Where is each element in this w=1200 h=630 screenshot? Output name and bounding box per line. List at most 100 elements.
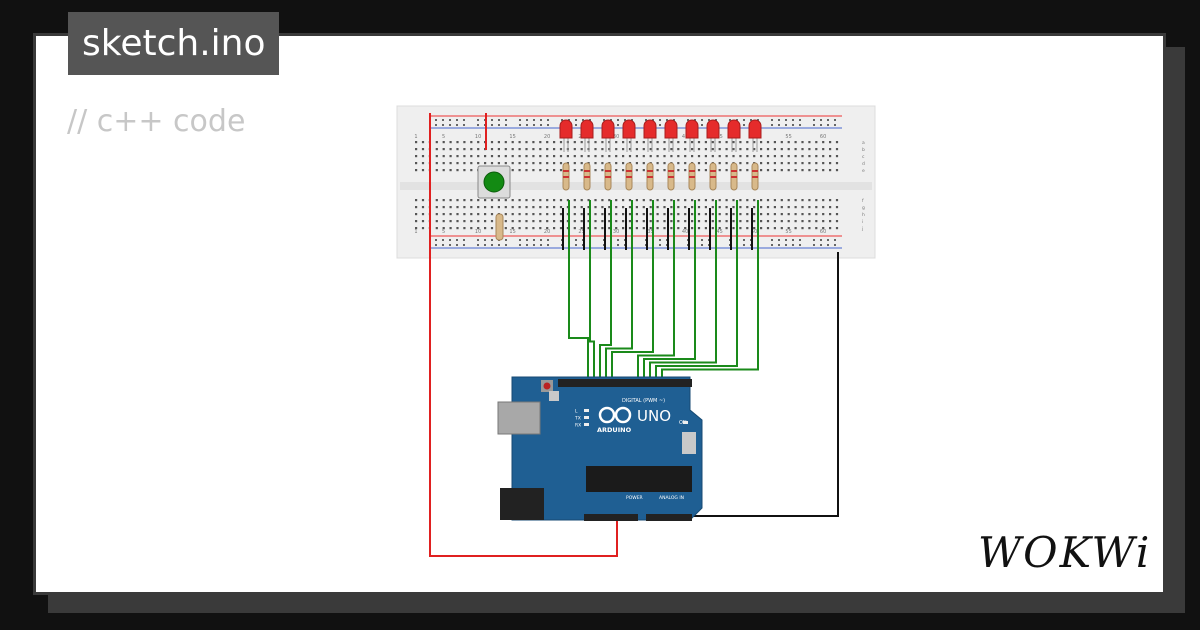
- breadboard-hole: [753, 155, 756, 158]
- breadboard-hole: [580, 220, 583, 223]
- breadboard-hole: [829, 227, 832, 230]
- breadboard-hole: [435, 141, 438, 144]
- rail-hole: [792, 124, 794, 126]
- breadboard-hole: [691, 141, 694, 144]
- breadboard-hole: [490, 162, 494, 165]
- breadboard-hole: [477, 155, 480, 158]
- breadboard-hole: [594, 169, 597, 172]
- breadboard-hole: [470, 148, 473, 151]
- breadboard-hole: [525, 162, 528, 165]
- breadboard-hole: [415, 199, 418, 202]
- rail-hole: [715, 119, 717, 121]
- breadboard-hole: [635, 148, 638, 151]
- breadboard-hole: [746, 206, 749, 209]
- breadboard-hole: [732, 213, 735, 216]
- breadboard-hole: [718, 148, 721, 151]
- rail-hole: [498, 124, 500, 126]
- resistor-band: [668, 176, 674, 178]
- breadboard-hole: [766, 227, 770, 230]
- breadboard-hole: [415, 162, 418, 165]
- breadboard-hole: [497, 206, 500, 209]
- rail-hole: [533, 124, 535, 126]
- pushbutton-cap[interactable]: [483, 171, 505, 193]
- breadboard-hole: [456, 155, 459, 158]
- breadboard-column-number: 20: [544, 229, 550, 235]
- arduino-uno[interactable]: UNO ARDUINO DIGITAL (PWM ~) POWER ANALOG…: [497, 376, 703, 521]
- breadboard-hole: [601, 199, 604, 202]
- breadboard-column-number: 50: [751, 229, 757, 235]
- breadboard-hole: [808, 141, 811, 144]
- breadboard-hole: [539, 199, 542, 202]
- breadboard-hole: [421, 213, 425, 216]
- led-red: [622, 119, 636, 139]
- breadboard-hole: [587, 206, 590, 209]
- breadboard-hole: [773, 141, 776, 144]
- breadboard-hole: [635, 141, 638, 144]
- breadboard-hole: [801, 148, 804, 151]
- sketch-tab[interactable]: sketch.ino: [68, 12, 280, 75]
- rail-hole: [778, 244, 780, 246]
- breadboard-hole: [746, 141, 749, 144]
- breadboard-hole: [697, 199, 701, 202]
- breadboard-hole: [670, 141, 673, 144]
- breadboard-hole: [477, 206, 480, 209]
- breadboard-hole: [794, 220, 797, 223]
- breadboard-hole: [773, 155, 776, 158]
- rail-hole: [820, 124, 822, 126]
- rail-hole: [834, 244, 836, 246]
- power-header: [584, 514, 638, 521]
- breadboard-hole: [628, 227, 632, 230]
- rail-hole: [435, 124, 437, 126]
- breadboard-hole: [808, 155, 811, 158]
- reset-button[interactable]: [543, 382, 551, 390]
- resistor-band: [647, 170, 653, 172]
- breadboard-hole: [449, 169, 452, 172]
- breadboard-hole: [746, 227, 749, 230]
- breadboard-hole: [753, 141, 756, 144]
- breadboard-hole: [649, 213, 652, 216]
- rail-hole: [813, 244, 815, 246]
- rail-hole: [659, 239, 661, 241]
- breadboard-hole: [684, 213, 687, 216]
- breadboard-hole: [456, 141, 459, 144]
- rail-hole: [575, 244, 577, 246]
- breadboard-hole: [739, 169, 742, 172]
- breadboard-hole: [518, 141, 521, 144]
- breadboard-hole: [456, 148, 459, 151]
- breadboard-hole: [663, 199, 666, 202]
- breadboard-hole: [780, 155, 783, 158]
- breadboard-hole: [628, 148, 632, 151]
- rail-hole: [456, 124, 458, 126]
- breadboard-hole: [815, 213, 818, 216]
- breadboard-hole: [815, 162, 818, 165]
- breadboard-hole: [477, 220, 480, 223]
- arduino-logo-left: [598, 406, 616, 424]
- breadboard-hole: [449, 199, 452, 202]
- breadboard-hole: [822, 213, 825, 216]
- breadboard-hole: [594, 148, 597, 151]
- breadboard-hole: [691, 220, 694, 223]
- rail-hole: [771, 124, 773, 126]
- rail-hole: [610, 119, 612, 121]
- rail-hole: [617, 119, 619, 121]
- breadboard-hole: [615, 206, 618, 209]
- rail-hole: [519, 244, 521, 246]
- breadboard-hole: [684, 220, 687, 223]
- breadboard-hole: [815, 169, 818, 172]
- breadboard-hole: [435, 220, 438, 223]
- rail-hole: [792, 119, 794, 121]
- breadboard-row-letter: h: [862, 212, 865, 218]
- breadboard-hole: [663, 148, 666, 151]
- breadboard-hole: [573, 199, 576, 202]
- rail-hole: [834, 124, 836, 126]
- rail-hole: [540, 239, 542, 241]
- breadboard-hole: [677, 213, 680, 216]
- breadboard-hole: [835, 213, 839, 216]
- breadboard-row-letter: e: [862, 169, 865, 174]
- icsp-header: [682, 432, 696, 454]
- breadboard-hole: [539, 141, 542, 144]
- breadboard-hole: [470, 227, 473, 230]
- breadboard-hole: [566, 199, 569, 202]
- breadboard-hole: [822, 162, 825, 165]
- breadboard-hole: [622, 162, 625, 165]
